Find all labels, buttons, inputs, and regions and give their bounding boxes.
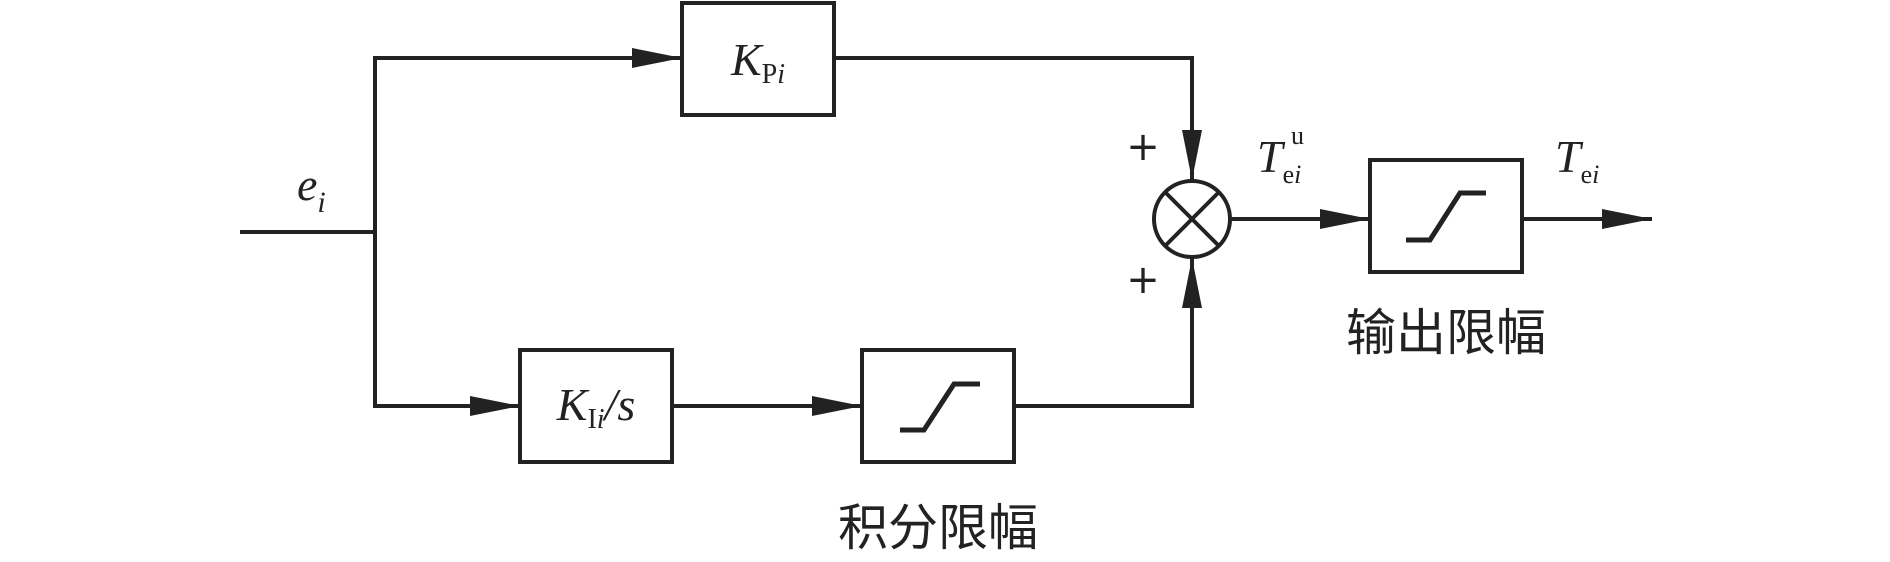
summing-junction-cross (1163, 190, 1221, 248)
output-limiter-label: 输出限幅 (1346, 304, 1546, 362)
integral-to-summer-arrow (1014, 258, 1202, 408)
integral-branch-arrow (373, 232, 520, 416)
sum-sign-top: + (1126, 124, 1160, 170)
sum-sign-bottom: + (1126, 257, 1160, 303)
integral-saturation-icon (900, 381, 980, 433)
proportional-gain-label: KPi (730, 34, 785, 90)
input-error-label: ei (297, 159, 326, 219)
proportional-branch-arrow (373, 48, 682, 232)
output-saturation-icon (1406, 190, 1486, 243)
integral-limiter-label: 积分限幅 (838, 499, 1038, 557)
integral-gain-label: KIi/s (556, 379, 635, 435)
proportional-to-summer-arrow (834, 56, 1202, 180)
unlimited-torque-label: Teiu (1257, 121, 1304, 189)
output-torque-label: Tei (1555, 131, 1599, 189)
